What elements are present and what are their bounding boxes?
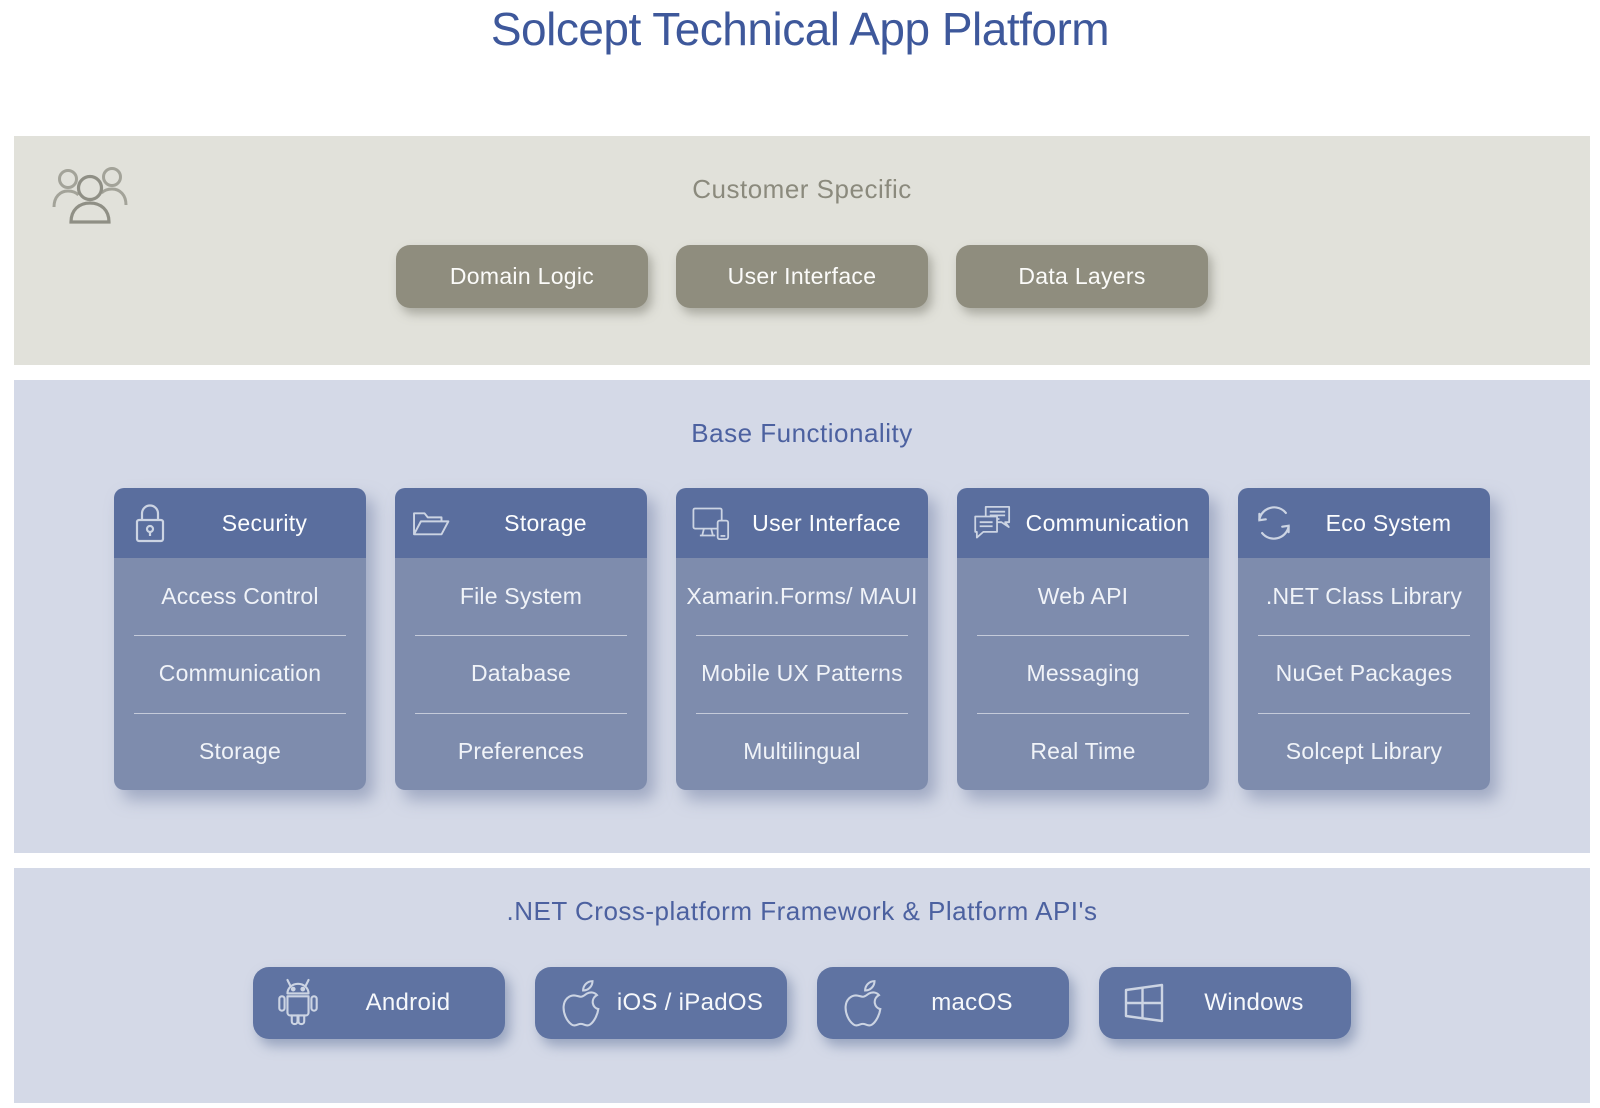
customer-specific-section: Customer Specific Domain Logic User Inte… [14,136,1590,365]
base-functionality-label: Base Functionality [691,418,913,448]
user-interface-card-body: Xamarin.Forms/ MAUI Mobile UX Patterns M… [676,558,928,790]
user-interface-button[interactable]: User Interface [676,245,928,308]
card-item: Solcept Library [1238,712,1490,790]
domain-logic-button[interactable]: Domain Logic [396,245,648,308]
base-functionality-section: Base Functionality Security Access Contr… [14,380,1590,853]
sync-icon [1253,501,1295,545]
eco-system-card-header: Eco System [1238,488,1490,558]
card-item: Web API [1037,583,1129,610]
platforms-section: .NET Cross-platform Framework & Platform… [14,868,1590,1103]
card-item: Storage [114,712,366,790]
card-item: NuGet Packages [1238,635,1490,712]
communication-card-body: Web API Messaging Real Time [957,558,1209,790]
communication-card-title: Communication [1025,509,1190,536]
security-card-header: Security [114,488,366,558]
card-item: Access Control [161,583,319,610]
storage-card-body: File System Database Preferences [395,558,647,790]
card-item: Database [395,635,647,712]
windows-button[interactable]: Windows [1099,967,1351,1039]
card-item: Real Time [957,712,1209,790]
customer-specific-label: Customer Specific [692,174,912,204]
chat-icon [972,501,1014,545]
eco-system-card[interactable]: Eco System .NET Class Library NuGet Pack… [1238,488,1490,790]
card-item: Multilingual [676,712,928,790]
card-item: Preferences [395,712,647,790]
platforms-label: .NET Cross-platform Framework & Platform… [506,896,1098,926]
communication-card[interactable]: Communication Web API Messaging Real Tim… [957,488,1209,790]
windows-button-label: Windows [1204,989,1304,1016]
user-interface-card[interactable]: User Interface Xamarin.Forms/ MAUI Mobil… [676,488,928,790]
communication-card-header: Communication [957,488,1209,558]
lock-icon [129,501,171,545]
base-cards-row: Security Access Control Communication St… [14,488,1590,790]
card-item: .NET Class Library [1265,583,1463,610]
apple-icon [839,978,885,1028]
eco-system-card-title: Eco System [1325,509,1452,536]
security-card-body: Access Control Communication Storage [114,558,366,790]
folder-icon [410,501,452,545]
user-interface-card-header: User Interface [676,488,928,558]
customer-button-row: Domain Logic User Interface Data Layers [14,245,1590,308]
group-icon [50,162,130,226]
page-title: Solcept Technical App Platform [490,3,1110,55]
storage-card-title: Storage [504,509,587,536]
storage-card[interactable]: Storage File System Database Preferences [395,488,647,790]
android-button-label: Android [365,989,451,1016]
apple-icon [557,978,603,1028]
eco-system-card-body: .NET Class Library NuGet Packages Solcep… [1238,558,1490,790]
android-icon [275,978,321,1028]
macos-button-label: macOS [931,989,1013,1016]
android-button[interactable]: Android [253,967,505,1039]
card-item: Communication [114,635,366,712]
ios-ipados-button[interactable]: iOS / iPadOS [535,967,787,1039]
card-item: File System [459,583,583,610]
card-item: Messaging [957,635,1209,712]
user-interface-card-title: User Interface [752,509,901,536]
platforms-button-row: Android iOS / iPadOS macOS [14,967,1590,1039]
card-item: Xamarin.Forms/ MAUI [686,583,918,610]
ios-ipados-button-label: iOS / iPadOS [616,989,764,1016]
devices-icon [691,501,733,545]
windows-icon [1121,978,1167,1028]
card-item: Mobile UX Patterns [676,635,928,712]
storage-card-header: Storage [395,488,647,558]
macos-button[interactable]: macOS [817,967,1069,1039]
data-layers-button[interactable]: Data Layers [956,245,1208,308]
security-card-title: Security [221,509,308,536]
security-card[interactable]: Security Access Control Communication St… [114,488,366,790]
